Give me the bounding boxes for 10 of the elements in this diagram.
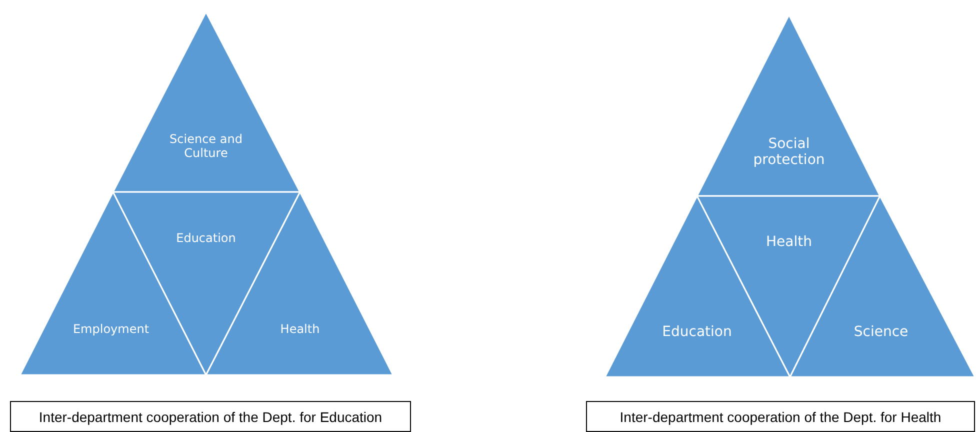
segment-label: Health [279,322,321,336]
segment-label: Health [765,234,813,250]
segment-label: Science [852,324,910,340]
caption-box: Inter-department cooperation of the Dept. for Health [586,401,975,432]
segment-label: Science and Culture [168,132,244,160]
segment-label: Education [661,324,733,340]
segment-label: Social protection [752,136,826,168]
segment-label: Education [175,231,237,245]
caption-box: Inter-department cooperation of the Dept. for Education [10,401,411,432]
segment-label: Employment [72,322,150,336]
